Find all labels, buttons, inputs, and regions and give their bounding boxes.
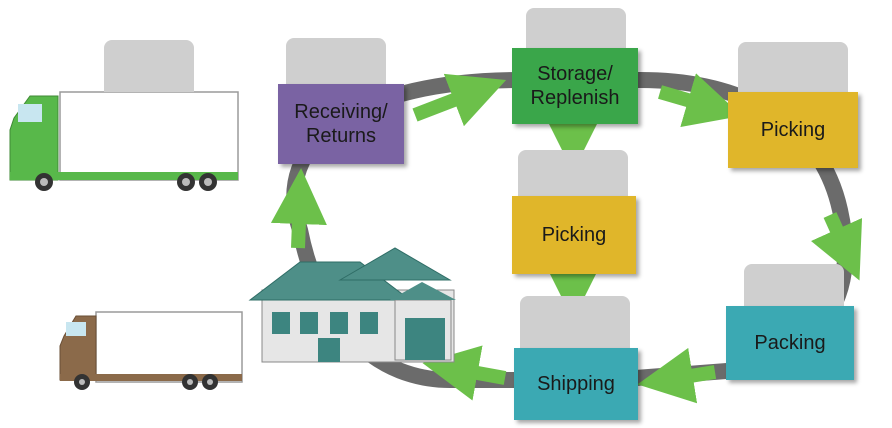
inbound-truck-scanner-tab [104, 40, 194, 92]
receiving-scanner-tab [286, 38, 386, 86]
packing-scanner-tab [744, 264, 844, 308]
arrow-storage-to-picking [658, 73, 742, 128]
storage-replenish-box: Storage/ Replenish [512, 48, 638, 124]
arrow-picking-to-packing [810, 212, 863, 281]
shipping-scanner-tab [520, 296, 630, 348]
receiving-returns-label: Receiving/ Returns [294, 101, 388, 147]
receiving-returns-box: Receiving/ Returns [278, 84, 404, 164]
arrow-receiving-to-storage [412, 73, 507, 127]
brown-truck-icon [59, 311, 243, 390]
picking-center-label: Picking [541, 224, 607, 246]
picking-center-box: Picking [512, 196, 636, 274]
green-truck-icon [9, 91, 239, 191]
shipping-label: Shipping [537, 373, 615, 395]
right-picking-scanner-tab [738, 42, 848, 92]
arrow-house-to-receiving [270, 168, 327, 249]
picking-right-label: Picking [760, 119, 826, 141]
house-icon [248, 247, 456, 363]
cycle-arrows [270, 73, 863, 404]
picking-right-box: Picking [728, 92, 858, 168]
arrow-shipping-to-house [422, 345, 507, 401]
packing-label: Packing [754, 332, 826, 354]
arrow-packing-to-shipping [637, 347, 717, 404]
storage-replenish-label: Storage/ Replenish [530, 63, 620, 109]
packing-box: Packing [726, 306, 854, 380]
center-picking-scanner-tab [518, 150, 628, 196]
shipping-box: Shipping [514, 348, 638, 420]
storage-scanner-tab [526, 8, 626, 52]
